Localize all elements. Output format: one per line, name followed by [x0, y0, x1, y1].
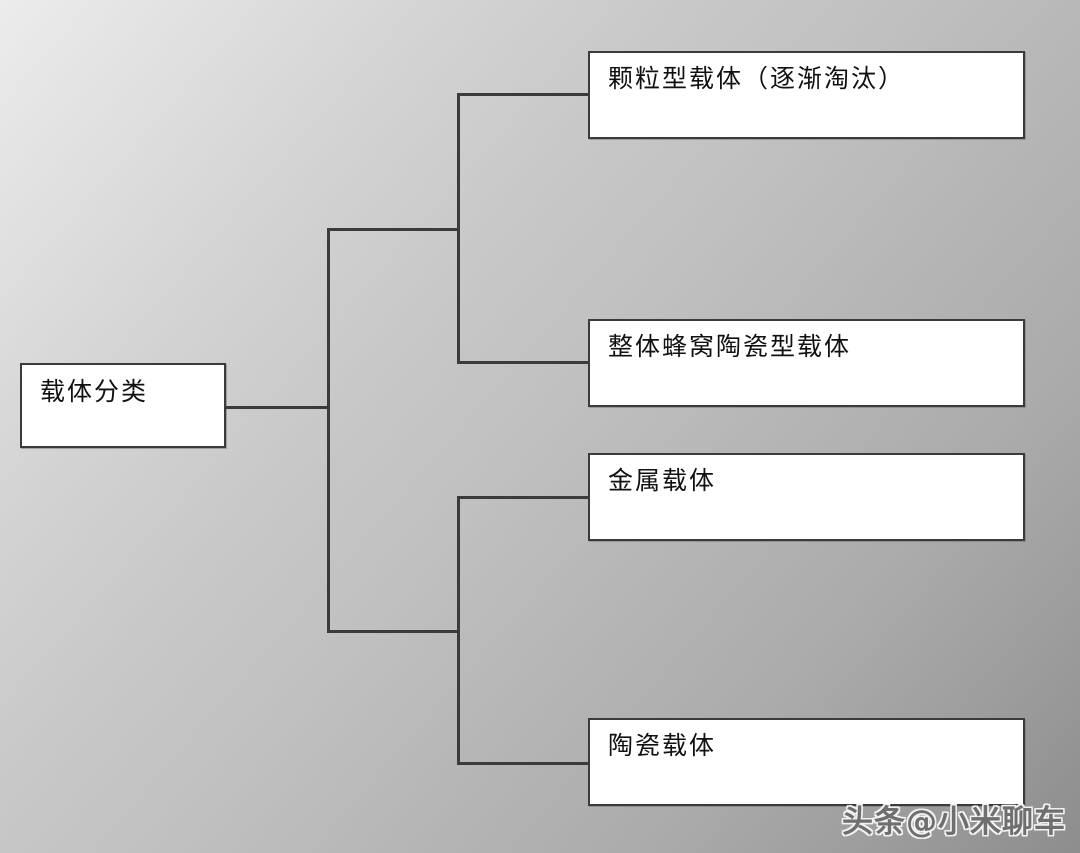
node-root-label: 载体分类: [40, 377, 149, 406]
connector-root-stem: [225, 406, 330, 409]
connector-lower-subtrunk: [457, 496, 460, 765]
connector-leaf-3: [457, 496, 590, 499]
connector-upper-group-stem: [327, 228, 460, 231]
node-leaf-4[interactable]: 陶瓷载体: [588, 718, 1025, 806]
node-leaf-1-label: 颗粒型载体（逐渐淘汰）: [608, 64, 906, 93]
connector-lower-group-stem: [327, 630, 460, 633]
node-root[interactable]: 载体分类: [20, 363, 226, 448]
node-leaf-2-label: 整体蜂窝陶瓷型载体: [608, 332, 852, 361]
node-leaf-1[interactable]: 颗粒型载体（逐渐淘汰）: [588, 51, 1025, 139]
connector-main-trunk: [327, 228, 330, 633]
connector-leaf-2: [457, 361, 590, 364]
node-leaf-3[interactable]: 金属载体: [588, 453, 1025, 541]
connector-leaf-1: [457, 93, 590, 96]
connector-upper-subtrunk: [457, 93, 460, 364]
node-leaf-2[interactable]: 整体蜂窝陶瓷型载体: [588, 319, 1025, 407]
node-leaf-3-label: 金属载体: [608, 466, 717, 495]
connector-leaf-4: [457, 762, 590, 765]
node-leaf-4-label: 陶瓷载体: [608, 731, 717, 760]
